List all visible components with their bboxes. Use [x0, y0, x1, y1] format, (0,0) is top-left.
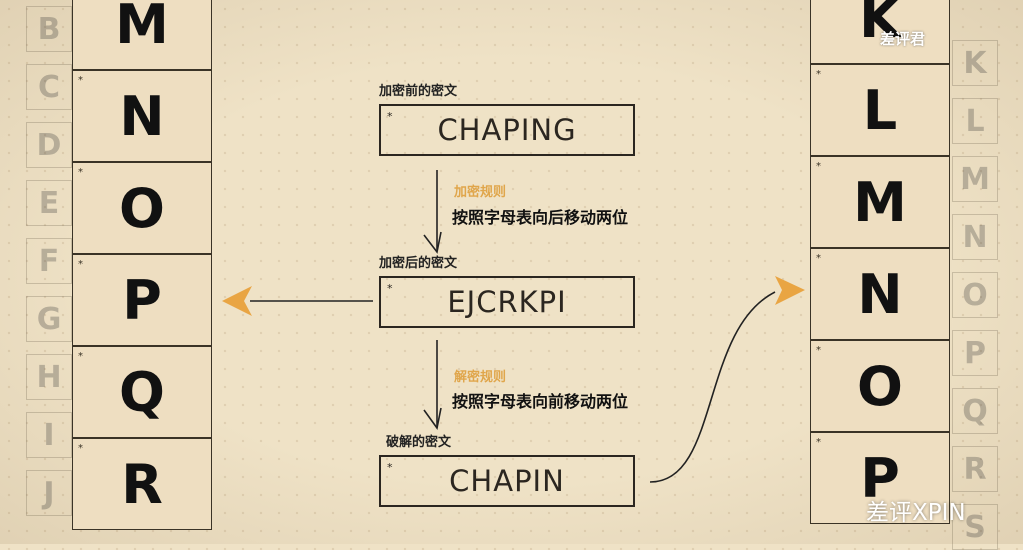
left-pointer-arrowhead [222, 286, 252, 316]
letter-cell: *R [72, 438, 212, 530]
cracked-cipher-box: * CHAPIN [379, 455, 635, 507]
cell-star: * [78, 351, 83, 362]
letter: O [857, 354, 903, 418]
back-letter: B [37, 11, 61, 47]
letter: R [121, 452, 163, 516]
back-letter-cell: O [952, 272, 998, 318]
back-letter: S [964, 509, 986, 545]
cell-star: * [78, 443, 83, 454]
letter-cell: *M [810, 156, 950, 248]
box-star: * [387, 461, 393, 474]
cell-star: * [816, 69, 821, 80]
back-letter-cell: G [26, 296, 72, 342]
back-letter-cell: F [26, 238, 72, 284]
back-letter: E [38, 185, 60, 221]
letter: P [122, 268, 162, 332]
letter: P [860, 446, 900, 510]
back-letter: J [43, 475, 55, 511]
watermark-top: 差评君 [880, 30, 926, 48]
letter-cell: *K [810, 0, 950, 64]
letter-cell: *P [72, 254, 212, 346]
letter-cell: *Q [72, 346, 212, 438]
back-letter: M [960, 161, 990, 197]
back-letter: F [38, 243, 60, 279]
letter-cell: *N [72, 70, 212, 162]
letter-cell: *M [72, 0, 212, 70]
letter-cell: *L [810, 64, 950, 156]
letter-cell: *N [810, 248, 950, 340]
letter: K [859, 0, 901, 50]
letter: L [862, 78, 898, 142]
cell-star: * [816, 437, 821, 448]
back-letter: H [36, 359, 62, 395]
cracked-cipher-text: CHAPIN [449, 464, 565, 498]
back-letter: D [36, 127, 62, 163]
box-star: * [387, 282, 393, 295]
letter-cell: *O [810, 340, 950, 432]
cracked-label: 破解的密文 [386, 435, 452, 450]
right-letter-strip: *K*L*M*N*O*P [810, 0, 950, 544]
cell-star: * [816, 253, 821, 264]
cell-star: * [78, 259, 83, 270]
back-letter: I [43, 417, 55, 453]
back-letter-cell: C [26, 64, 72, 110]
back-letter-cell: R [952, 446, 998, 492]
back-letter: K [963, 45, 987, 81]
cell-star: * [816, 161, 821, 172]
back-letter-cell: D [26, 122, 72, 168]
watermark-bottom: 差评XPIN [866, 500, 966, 526]
cell-star: * [78, 75, 83, 86]
decrypt-rule-title: 解密规则 [454, 370, 507, 385]
left-letter-strip: *M*N*O*P*Q*R [72, 0, 212, 544]
back-letter-cell: L [952, 98, 998, 144]
back-letter-cell: Q [952, 388, 998, 434]
back-letter-cell: P [952, 330, 998, 376]
back-letter: L [965, 103, 985, 139]
back-letter-cell: B [26, 6, 72, 52]
decrypt-arrowhead [423, 407, 442, 430]
back-letter: G [36, 301, 62, 337]
cell-star: * [78, 167, 83, 178]
after-cipher-box: * EJCRKPI [379, 276, 635, 328]
back-letter: P [964, 335, 986, 371]
back-letter: Q [962, 393, 988, 429]
back-letter-cell: H [26, 354, 72, 400]
back-letter-cell: J [26, 470, 72, 516]
letter-cell: *O [72, 162, 212, 254]
back-letter-cell: M [952, 156, 998, 202]
back-letter: O [962, 277, 988, 313]
decrypt-rule-text: 按照字母表向前移动两位 [452, 392, 629, 411]
letter: Q [119, 360, 165, 424]
right-curve-line [649, 291, 776, 483]
back-letter-cell: E [26, 180, 72, 226]
letter: N [119, 84, 165, 148]
letter: M [115, 0, 169, 56]
back-letter: R [963, 451, 987, 487]
encrypt-rule-text: 按照字母表向后移动两位 [452, 208, 629, 227]
back-letter: C [37, 69, 61, 105]
before-cipher-text: CHAPING [437, 113, 577, 147]
letter-cell: *P [810, 432, 950, 524]
encrypt-arrowhead [423, 231, 442, 254]
letter: O [119, 176, 165, 240]
before-label: 加密前的密文 [379, 84, 458, 99]
back-letter-cell: I [26, 412, 72, 458]
back-letter-cell: N [952, 214, 998, 260]
letter: N [857, 262, 903, 326]
after-label: 加密后的密文 [379, 256, 458, 271]
back-letter-cell: K [952, 40, 998, 86]
encrypt-rule-title: 加密规则 [454, 185, 507, 200]
back-letter: N [962, 219, 988, 255]
right-pointer-arrowhead [775, 276, 805, 305]
letter: M [853, 170, 907, 234]
cell-star: * [816, 345, 821, 356]
before-cipher-box: * CHAPING [379, 104, 635, 156]
box-star: * [387, 110, 393, 123]
after-cipher-text: EJCRKPI [447, 285, 567, 319]
